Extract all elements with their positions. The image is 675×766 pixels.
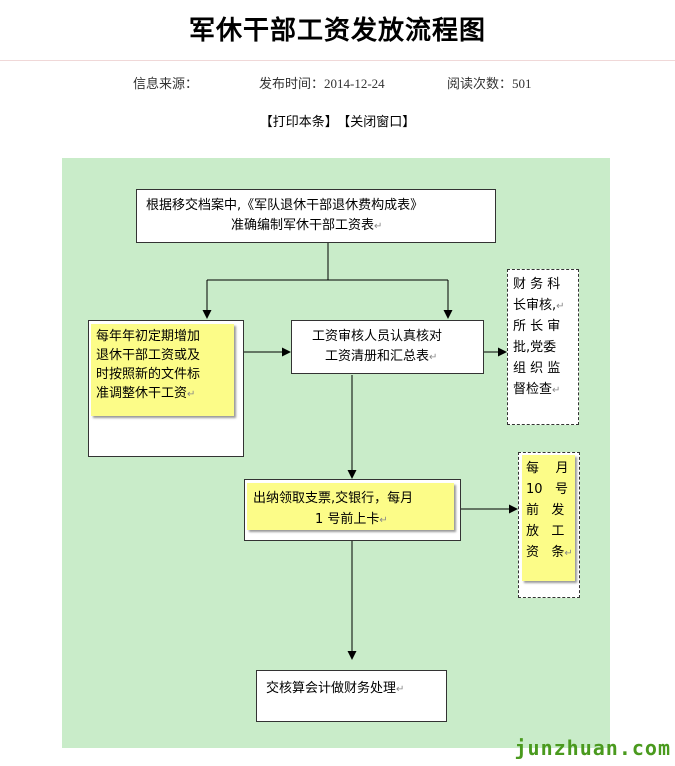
box-review-line1: 工资审核人员认真核对 [312, 329, 443, 344]
note-line3: 时按照新的文件标 [96, 367, 201, 382]
return-mark: ↵ [396, 684, 405, 695]
note-annual-adjustment: 每年年初定期增加 退休干部工资或及 时按照新的文件标 准调整休干工资↵ [91, 324, 234, 416]
return-mark: ↵ [556, 301, 565, 312]
box-review-line2: 工资清册和汇总表↵ [325, 347, 437, 368]
audit-line1: 财 务 科 [513, 277, 561, 292]
accounting-line1-text: 交核算会计做财务处理 [266, 681, 397, 696]
cashier-line2-text: 1 号前上卡 [315, 512, 380, 527]
payday-line1: 每 月 [526, 461, 569, 476]
return-mark: ↵ [374, 221, 383, 232]
accounting-line1: 交核算会计做财务处理↵ [266, 679, 404, 700]
audit-line5: 组 织 监 [513, 361, 561, 376]
audit-line4: 批,党委 [513, 340, 557, 355]
return-mark: ↵ [564, 548, 573, 559]
note-line2: 退休干部工资或及 [96, 348, 201, 363]
audit-line6: 督检查↵ [513, 380, 560, 401]
publish-date: 2014-12-24 [324, 76, 385, 91]
box-prepare-payroll-line2-text: 准确编制军休干部工资表 [231, 218, 375, 233]
audit-line2-text: 长审核, [513, 298, 557, 313]
box-prepare-payroll: 根据移交档案中,《军队退休干部退休费构成表》 准确编制军休干部工资表↵ [136, 189, 496, 243]
reads-count: 501 [512, 76, 532, 91]
reads-label: 阅读次数： [447, 77, 513, 92]
note-line4-text: 准调整休干工资 [96, 386, 188, 401]
return-mark: ↵ [187, 389, 196, 400]
site-watermark: junzhuan.com [514, 736, 671, 760]
source-label: 信息来源： [133, 77, 199, 92]
note-line1: 每年年初定期增加 [96, 329, 201, 344]
payday-line5-text: 资 条 [526, 545, 565, 560]
publish-info: 发布时间：2014-12-24 [259, 73, 385, 92]
print-link[interactable]: 【打印本条】 [259, 115, 338, 130]
publish-label: 发布时间： [259, 77, 325, 92]
cashier-line1: 出纳领取支票,交银行，每月 [253, 491, 414, 506]
note-payday: 每 月 10 号 前 发 放 工 资 条↵ [522, 455, 575, 581]
action-links: 【打印本条】【关闭窗口】 [0, 111, 675, 130]
box-audit-approval: 财 务 科 长审核,↵ 所 长 审 批,党委 组 织 监 督检查↵ [507, 269, 579, 425]
reads-info: 阅读次数：501 [447, 73, 532, 92]
payday-line4: 放 工 [526, 524, 565, 539]
audit-line3: 所 长 审 [513, 319, 561, 334]
return-mark: ↵ [429, 352, 438, 363]
box-review-line2-text: 工资清册和汇总表 [325, 349, 430, 364]
audit-line2: 长审核,↵ [513, 296, 565, 317]
box-accounting: 交核算会计做财务处理↵ [256, 670, 447, 722]
note-line4: 准调整休干工资↵ [96, 384, 195, 404]
header-divider [0, 60, 675, 61]
payday-line3: 前 发 [526, 503, 565, 518]
payday-line5: 资 条↵ [526, 543, 573, 563]
box-prepare-payroll-line1: 根据移交档案中,《军队退休干部退休费构成表》 [146, 198, 424, 213]
box-review-payroll: 工资审核人员认真核对 工资清册和汇总表↵ [291, 320, 484, 374]
box-prepare-payroll-line2: 准确编制军休干部工资表↵ [231, 216, 382, 237]
audit-line6-text: 督检查 [513, 382, 553, 397]
payday-line2: 10 号 [526, 482, 568, 497]
close-window-link[interactable]: 【关闭窗口】 [343, 115, 416, 130]
return-mark: ↵ [379, 515, 388, 526]
cashier-line2: 1 号前上卡↵ [315, 510, 388, 530]
note-cashier: 出纳领取支票,交银行，每月 1 号前上卡↵ [247, 483, 454, 530]
page-title: 军休干部工资发放流程图 [188, 16, 486, 46]
return-mark: ↵ [552, 385, 561, 396]
